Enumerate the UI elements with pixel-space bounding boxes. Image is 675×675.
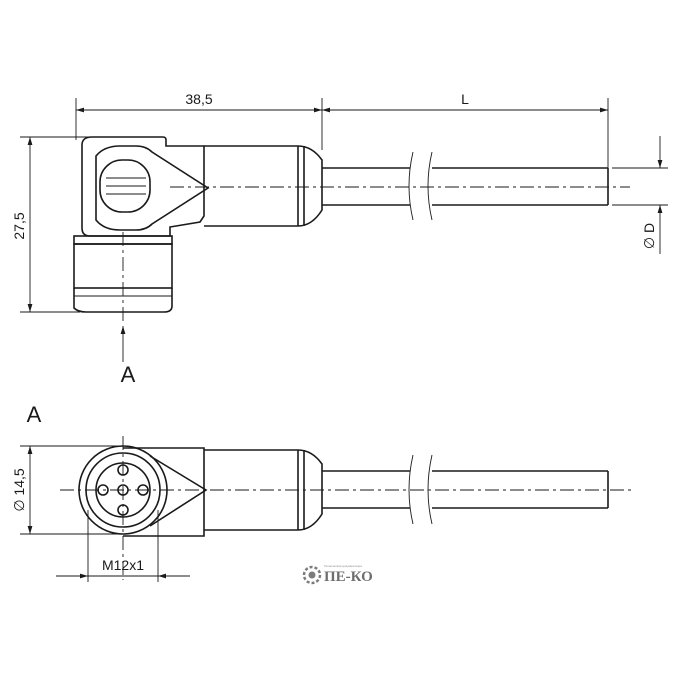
dimension-length: L — [322, 91, 609, 168]
logo-small-text: Техническая документация — [324, 564, 362, 568]
logo-text: ПЕ-КО — [324, 569, 373, 585]
section-label: A — [27, 402, 42, 427]
housing-cap — [95, 145, 210, 231]
angled-housing — [81, 136, 205, 237]
dim-thread-label: M12x1 — [102, 557, 144, 573]
dimension-head-diameter: ∅ 14,5 — [11, 445, 123, 535]
dim-cable-diameter-label: ∅ D — [641, 223, 657, 249]
dim-length-label: L — [461, 91, 469, 107]
peko-logo: Техническая документация ПЕ-КО — [302, 564, 373, 585]
cable — [322, 151, 609, 221]
dimension-height: 27,5 — [11, 136, 90, 313]
view-a-housing — [123, 447, 205, 537]
dim-height-label: 27,5 — [11, 212, 27, 239]
grip-slot — [99, 159, 151, 213]
dimension-thread: M12x1 — [56, 510, 190, 582]
dim-head-diameter-label: ∅ 14,5 — [11, 468, 27, 512]
dimension-width: 38,5 — [75, 91, 323, 150]
dim-width-label: 38,5 — [185, 91, 212, 107]
side-view — [73, 136, 630, 322]
dimension-cable-diameter: ∅ D — [612, 136, 668, 254]
front-view — [60, 436, 632, 580]
view-arrow: A — [120, 326, 136, 387]
view-arrow-label: A — [121, 362, 136, 387]
